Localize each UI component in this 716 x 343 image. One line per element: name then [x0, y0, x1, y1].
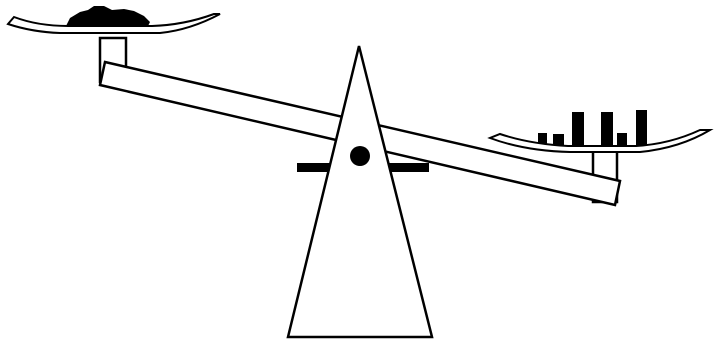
bar-chart-icon	[538, 110, 647, 147]
right-pan	[490, 110, 710, 152]
fulcrum	[288, 46, 432, 337]
rock-icon	[66, 6, 150, 26]
left-pan	[8, 6, 220, 33]
pivot-dot	[350, 146, 370, 166]
